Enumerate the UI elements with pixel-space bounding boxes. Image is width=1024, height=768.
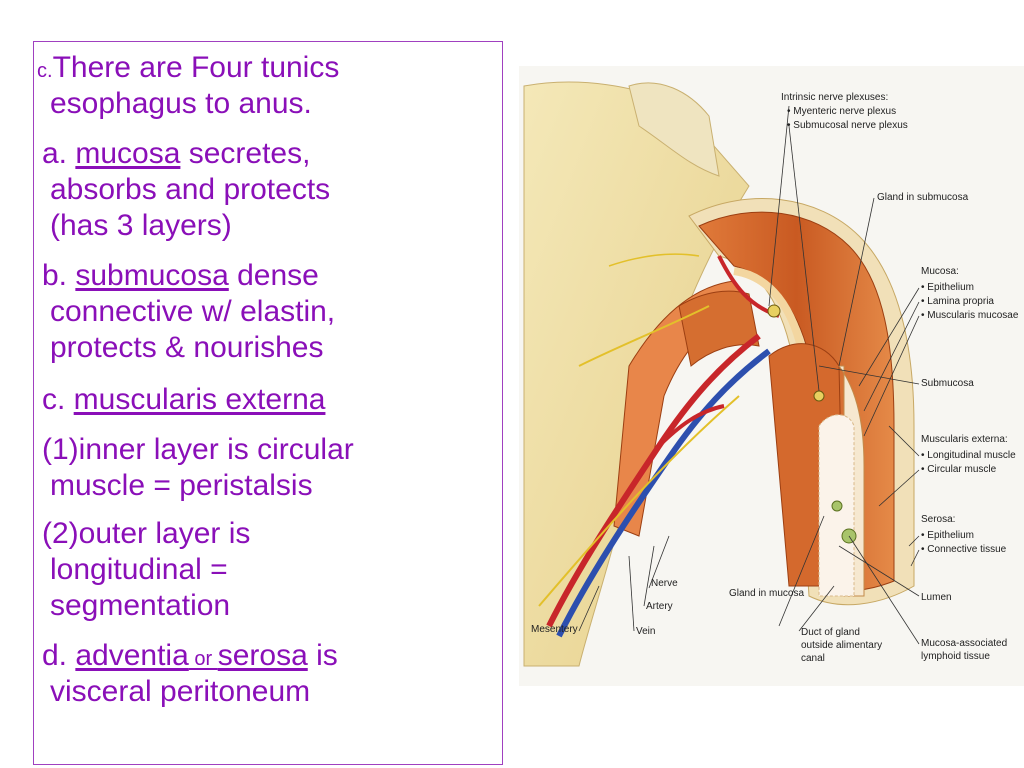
label-nerve: Nerve bbox=[651, 578, 678, 589]
label-vein: Vein bbox=[636, 626, 655, 637]
nerve-fiber-2 bbox=[538, 395, 740, 607]
label-gland-in-submucosa: Gland in submucosa bbox=[877, 192, 969, 203]
line-adventia: d. adventia or serosa is bbox=[42, 640, 338, 675]
label-mucosa-epithelium: • Epithelium bbox=[921, 282, 974, 293]
line-muscularis-pre: c. bbox=[42, 383, 74, 416]
label-longitudinal-muscle: • Longitudinal muscle bbox=[921, 450, 1016, 461]
line-submucosa-post: dense bbox=[228, 259, 319, 292]
label-muscularis-mucosae: • Muscularis mucosae bbox=[921, 310, 1019, 321]
label-gland-in-mucosa: Gland in mucosa bbox=[729, 588, 804, 599]
line-submucosa: b. submucosa dense bbox=[42, 260, 319, 292]
digestive-wall-illustration: Intrinsic nerve plexuses: • Myenteric ne… bbox=[519, 66, 1024, 686]
artery-vessel bbox=[546, 333, 761, 628]
label-mesentery: Mesentery bbox=[531, 624, 578, 635]
mesentery-fold bbox=[628, 82, 720, 177]
label-submucosal-plexus: • Submucosal nerve plexus bbox=[787, 120, 908, 131]
label-circular-muscle: • Circular muscle bbox=[921, 464, 997, 475]
word-or: or bbox=[188, 648, 218, 670]
line-13: longitudinal = bbox=[50, 553, 228, 586]
line-adventia-post: is bbox=[307, 639, 338, 672]
term-muscularis-externa: muscularis externa bbox=[73, 383, 326, 416]
label-muscularis-externa: Muscularis externa: bbox=[921, 434, 1008, 445]
line-8: protects & nourishes bbox=[50, 331, 324, 364]
label-malt-line2: lymphoid tissue bbox=[921, 651, 990, 662]
label-duct-line2: outside alimentary bbox=[801, 640, 882, 651]
slide-text-box: c.There are Four tunics esophagus to anu… bbox=[33, 41, 503, 765]
line-5: (has 3 layers) bbox=[50, 209, 232, 242]
line-11: muscle = peristalsis bbox=[50, 469, 313, 502]
prefix-c: c. bbox=[37, 60, 53, 82]
line-mucosa-pre: a. bbox=[42, 137, 76, 170]
label-lumen: Lumen bbox=[921, 592, 952, 603]
nerve-fiber-3 bbox=[608, 253, 700, 267]
submucosal-plexus-node bbox=[813, 390, 825, 402]
label-submucosa: Submucosa bbox=[921, 378, 974, 389]
label-duct-line3: canal bbox=[801, 653, 825, 664]
term-adventia: adventia bbox=[75, 639, 189, 672]
label-connective-tissue: • Connective tissue bbox=[921, 544, 1007, 555]
label-serosa: Serosa: bbox=[921, 514, 955, 525]
label-intrinsic-plexuses: Intrinsic nerve plexuses: bbox=[781, 92, 888, 103]
label-mucosa: Mucosa: bbox=[921, 266, 959, 277]
gland-node bbox=[831, 500, 843, 512]
label-lamina-propria: • Lamina propria bbox=[921, 296, 994, 307]
line-10: (1)inner layer is circular bbox=[42, 433, 354, 466]
label-serosa-epithelium: • Epithelium bbox=[921, 530, 974, 541]
line-4: absorbs and protects bbox=[50, 173, 331, 206]
line-1-text: There are Four tunics bbox=[52, 51, 340, 84]
artery-branch bbox=[657, 404, 725, 448]
line-muscularis: c. muscularis externa bbox=[42, 384, 325, 416]
term-mucosa: mucosa bbox=[75, 137, 181, 170]
line-1: c.There are Four tunics bbox=[37, 52, 339, 87]
line-submucosa-pre: b. bbox=[42, 259, 76, 292]
wall-diagram-svg: Intrinsic nerve plexuses: • Myenteric ne… bbox=[519, 66, 1024, 686]
line-2: esophagus to anus. bbox=[50, 87, 312, 120]
vein-vessel bbox=[556, 348, 771, 638]
label-artery: Artery bbox=[646, 601, 673, 612]
term-serosa: serosa bbox=[217, 639, 308, 672]
leader-lines bbox=[578, 105, 920, 645]
line-12: (2)outer layer is bbox=[42, 517, 251, 550]
line-adventia-pre: d. bbox=[42, 639, 76, 672]
line-mucosa: a. mucosa secretes, bbox=[42, 138, 310, 170]
label-myenteric-plexus: • Myenteric nerve plexus bbox=[787, 106, 896, 117]
term-submucosa: submucosa bbox=[75, 259, 229, 292]
line-14: segmentation bbox=[50, 589, 231, 622]
line-mucosa-post: secretes, bbox=[180, 137, 311, 170]
line-16: visceral peritoneum bbox=[50, 675, 311, 708]
label-malt-line1: Mucosa-associated bbox=[921, 638, 1007, 649]
line-7: connective w/ elastin, bbox=[50, 295, 336, 328]
myenteric-plexus-node bbox=[767, 304, 781, 318]
label-duct-line1: Duct of gland bbox=[801, 627, 860, 638]
nerve-fiber bbox=[578, 305, 710, 367]
